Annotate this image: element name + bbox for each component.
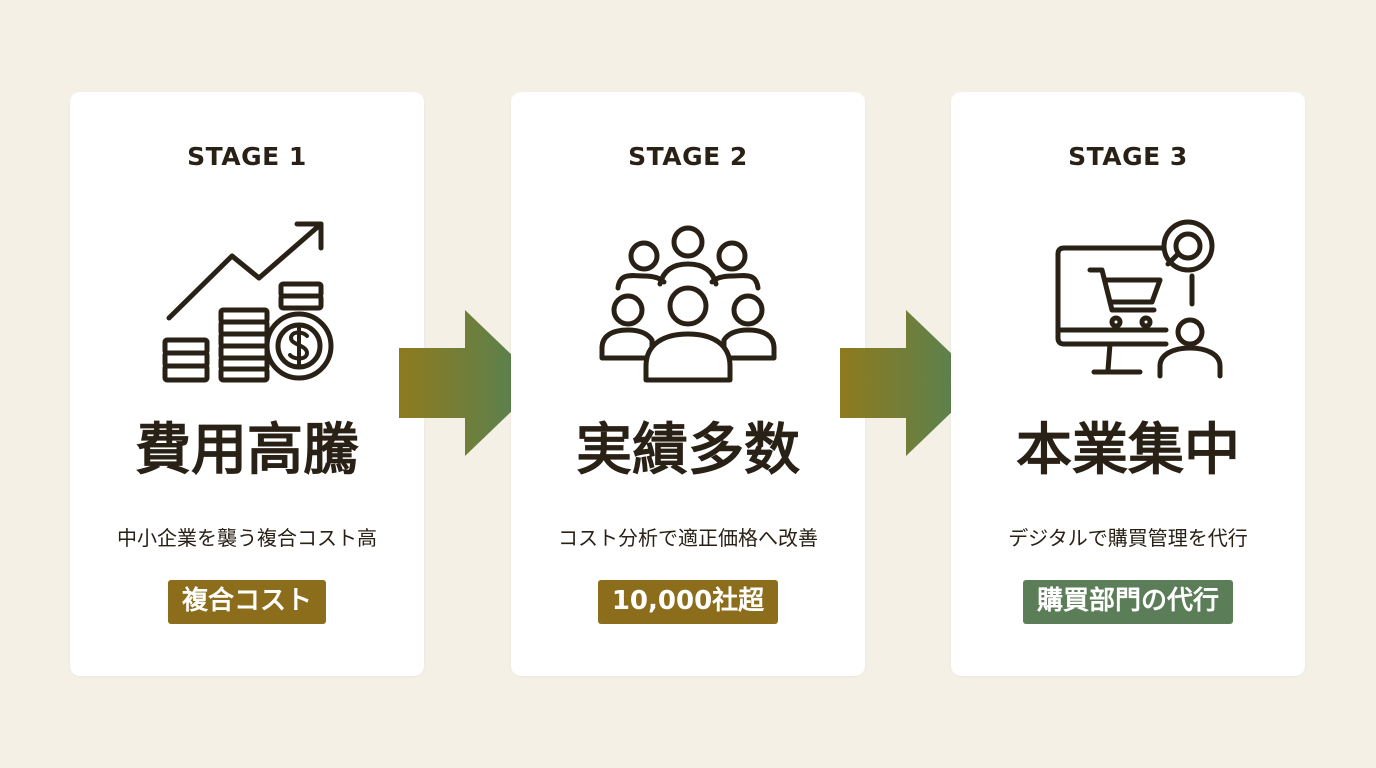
stage-description: コスト分析で適正価格へ改善 bbox=[558, 526, 818, 550]
stage-headline: 本業集中 bbox=[1016, 417, 1240, 483]
stage-description: 中小企業を襲う複合コスト高 bbox=[117, 526, 377, 550]
stage-card-1: STAGE 1 費用高騰 中小企業を襲う複合コスト高 bbox=[70, 92, 424, 676]
stage-card-2: STAGE 2 実績多数 コスト分析で適正価格へ改善 10,000社超 bbox=[511, 92, 865, 676]
growth-chart-coins-icon bbox=[147, 218, 347, 388]
stage-headline: 実績多数 bbox=[576, 417, 800, 483]
stage-badge: 複合コスト bbox=[167, 580, 326, 624]
stage-card-3: STAGE 3 本業集中 デジタルで購買管理を代行 購買部門の代行 bbox=[951, 92, 1305, 676]
stage-headline: 費用高騰 bbox=[135, 417, 359, 483]
stage-label: STAGE 1 bbox=[187, 142, 307, 171]
people-group-icon bbox=[588, 218, 788, 388]
arrow-right-icon bbox=[399, 310, 541, 456]
stage-description: デジタルで購買管理を代行 bbox=[1008, 526, 1248, 550]
monitor-cart-person-icon bbox=[1028, 218, 1228, 388]
stage-badge: 購買部門の代行 bbox=[1022, 580, 1233, 624]
stage-badge: 10,000社超 bbox=[597, 580, 779, 624]
arrow-right-icon bbox=[840, 310, 982, 456]
stage-label: STAGE 2 bbox=[628, 142, 748, 171]
stage-label: STAGE 3 bbox=[1068, 142, 1188, 171]
